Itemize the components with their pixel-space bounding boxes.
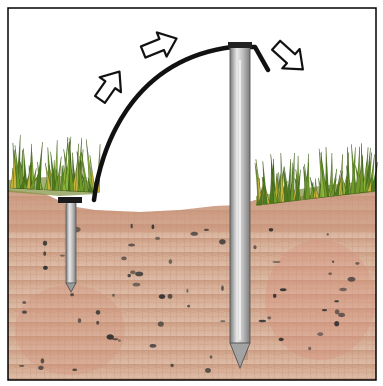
pebble bbox=[169, 259, 173, 264]
pebble bbox=[335, 309, 340, 314]
soil-patch bbox=[265, 240, 375, 360]
pebble bbox=[159, 294, 165, 299]
pebble bbox=[158, 321, 164, 326]
pebble bbox=[267, 316, 271, 319]
pebble bbox=[332, 261, 334, 263]
pebble bbox=[205, 368, 211, 373]
pebble bbox=[43, 251, 46, 255]
pebble bbox=[135, 272, 143, 277]
pebble bbox=[191, 232, 199, 236]
pebble bbox=[280, 288, 287, 291]
long-earth-rod bbox=[228, 42, 252, 368]
pebble bbox=[219, 239, 226, 244]
pebble bbox=[220, 320, 225, 322]
pebble bbox=[152, 225, 155, 230]
pebble bbox=[43, 266, 48, 270]
pebble bbox=[19, 365, 24, 367]
pebble bbox=[269, 228, 273, 231]
pebble bbox=[128, 274, 131, 277]
pebble bbox=[259, 320, 267, 323]
pebble bbox=[70, 293, 74, 296]
pebble bbox=[22, 301, 26, 304]
pebble bbox=[279, 338, 284, 341]
pebble bbox=[204, 229, 209, 231]
pebble bbox=[133, 283, 141, 287]
pebble bbox=[60, 255, 65, 257]
pebble bbox=[273, 294, 276, 298]
pebble bbox=[171, 364, 174, 367]
pebble bbox=[221, 285, 224, 291]
pebble bbox=[96, 321, 99, 325]
pebble bbox=[43, 241, 47, 246]
pebble bbox=[130, 270, 136, 274]
pebble bbox=[150, 344, 157, 348]
pebble bbox=[338, 313, 345, 317]
pebble bbox=[168, 294, 173, 299]
pebble bbox=[112, 294, 114, 297]
pebble bbox=[339, 288, 347, 291]
pebble bbox=[355, 262, 359, 265]
pebble bbox=[38, 366, 44, 370]
pebble bbox=[327, 233, 329, 235]
pebble bbox=[210, 355, 213, 358]
pebble bbox=[334, 300, 339, 302]
pebble bbox=[308, 347, 311, 351]
pebble bbox=[155, 237, 160, 240]
pebble bbox=[121, 257, 126, 261]
pebble bbox=[131, 224, 133, 229]
pebble bbox=[322, 309, 327, 311]
pebble bbox=[348, 277, 356, 282]
pebble bbox=[128, 244, 135, 247]
pebble bbox=[187, 305, 190, 308]
pebble bbox=[22, 311, 27, 314]
pebble bbox=[328, 272, 332, 275]
pebble bbox=[41, 358, 45, 363]
pebble bbox=[96, 310, 101, 315]
pebble bbox=[186, 289, 188, 293]
pebble bbox=[78, 318, 81, 323]
pebble bbox=[253, 245, 256, 249]
pebble bbox=[317, 332, 323, 336]
pebble bbox=[272, 261, 280, 263]
pebble bbox=[107, 334, 114, 339]
pebble bbox=[72, 369, 77, 372]
pebble bbox=[334, 321, 339, 326]
pebble bbox=[118, 340, 121, 342]
soil-patch bbox=[15, 285, 125, 375]
